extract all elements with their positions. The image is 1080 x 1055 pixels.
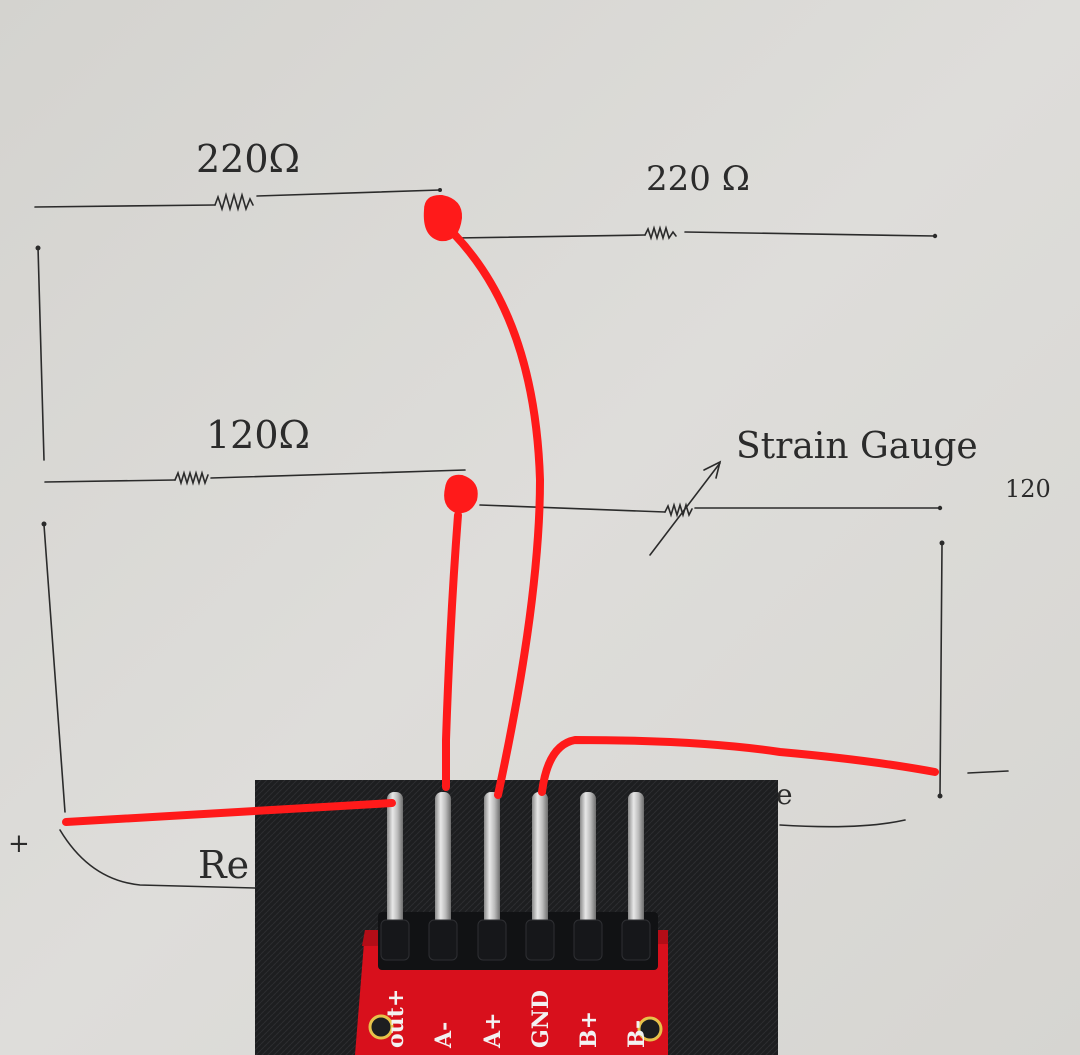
node-dots [35, 188, 945, 799]
pin-b_plus: B+ [573, 792, 603, 1048]
label-strain-gauge-value: 120 [1005, 475, 1051, 503]
wire-a-minus [442, 511, 462, 791]
mounting-hole-left [368, 1014, 394, 1040]
label-partial-left: Re [198, 843, 249, 887]
hand-drawn-circuit [34, 189, 1009, 889]
wire-strain-left [479, 504, 666, 513]
label-r1: 220Ω [196, 137, 300, 181]
wire-bottom-left-vertical [43, 524, 66, 813]
wire-a-plus [451, 231, 544, 799]
wire-left-vertical [37, 246, 45, 461]
red-wires [62, 231, 939, 826]
pin-label-b_minus: B- [624, 1020, 650, 1048]
pin-label-b_plus: B+ [576, 1011, 602, 1048]
label-plus: + [8, 829, 30, 859]
label-partial-right: e [776, 778, 793, 811]
wire-bottom-curve-right [779, 819, 906, 828]
pin-metal-a_minus [435, 792, 451, 942]
node-middle [444, 474, 478, 514]
pin-metal-gnd [532, 792, 548, 942]
wire-out-plus [62, 799, 396, 826]
pin-metal-b_minus [628, 792, 644, 942]
pin-out_plus: out+ [380, 792, 410, 1048]
label-strain-gauge: Strain Gauge [736, 426, 978, 467]
strain-gauge-arrowhead [703, 460, 722, 479]
mounting-hole-right [637, 1016, 663, 1042]
wire-top-left-right [256, 189, 441, 197]
wire-mid-left [44, 479, 176, 483]
pin-housing-b_plus [573, 919, 603, 961]
red-wire-nodes [423, 194, 478, 514]
module-photo: out+ A- A+ GND B+ B- [255, 780, 778, 1055]
wire-gnd [538, 736, 939, 796]
wire-top-right-left [454, 234, 646, 239]
pin-metal-a_plus [484, 792, 500, 942]
pin-housing-gnd [525, 919, 555, 961]
pin-housing-a_plus [477, 919, 507, 961]
resistor-top-left-zigzag [214, 192, 254, 212]
pin-header-base [378, 912, 658, 970]
pin-gnd: GND [525, 792, 555, 1048]
label-r2: 220 Ω [646, 159, 750, 199]
pin-metal-b_plus [580, 792, 596, 942]
strain-gauge-zigzag [664, 502, 693, 518]
pin-a_minus: A- [428, 792, 458, 1049]
node-top [423, 194, 463, 242]
pin-housing-out_plus [380, 919, 410, 961]
wire-top-right [684, 231, 936, 237]
label-r3: 120Ω [206, 413, 310, 457]
resistor-mid-left-zigzag [174, 470, 209, 486]
pin-label-gnd: GND [528, 990, 554, 1048]
pin-label-a_plus: A+ [480, 1012, 506, 1049]
pin-a_plus: A+ [477, 792, 507, 1049]
pin-metal-out_plus [387, 792, 403, 942]
pin-label-out_plus: out+ [383, 989, 409, 1048]
wire-mid-left-right [210, 469, 466, 479]
wire-top-left [34, 204, 216, 208]
wire-bottom-curve-left [59, 829, 256, 889]
pin-b_minus: B- [621, 792, 651, 1048]
wire-bottom-right-vertical [939, 544, 943, 796]
minus-dash [967, 770, 1009, 774]
strain-gauge-arrow [649, 462, 721, 556]
pin-housing-a_minus [428, 919, 458, 961]
pin-label-a_minus: A- [431, 1022, 457, 1049]
pin-housing-b_minus [621, 919, 651, 961]
resistor-top-right-zigzag [644, 225, 677, 241]
